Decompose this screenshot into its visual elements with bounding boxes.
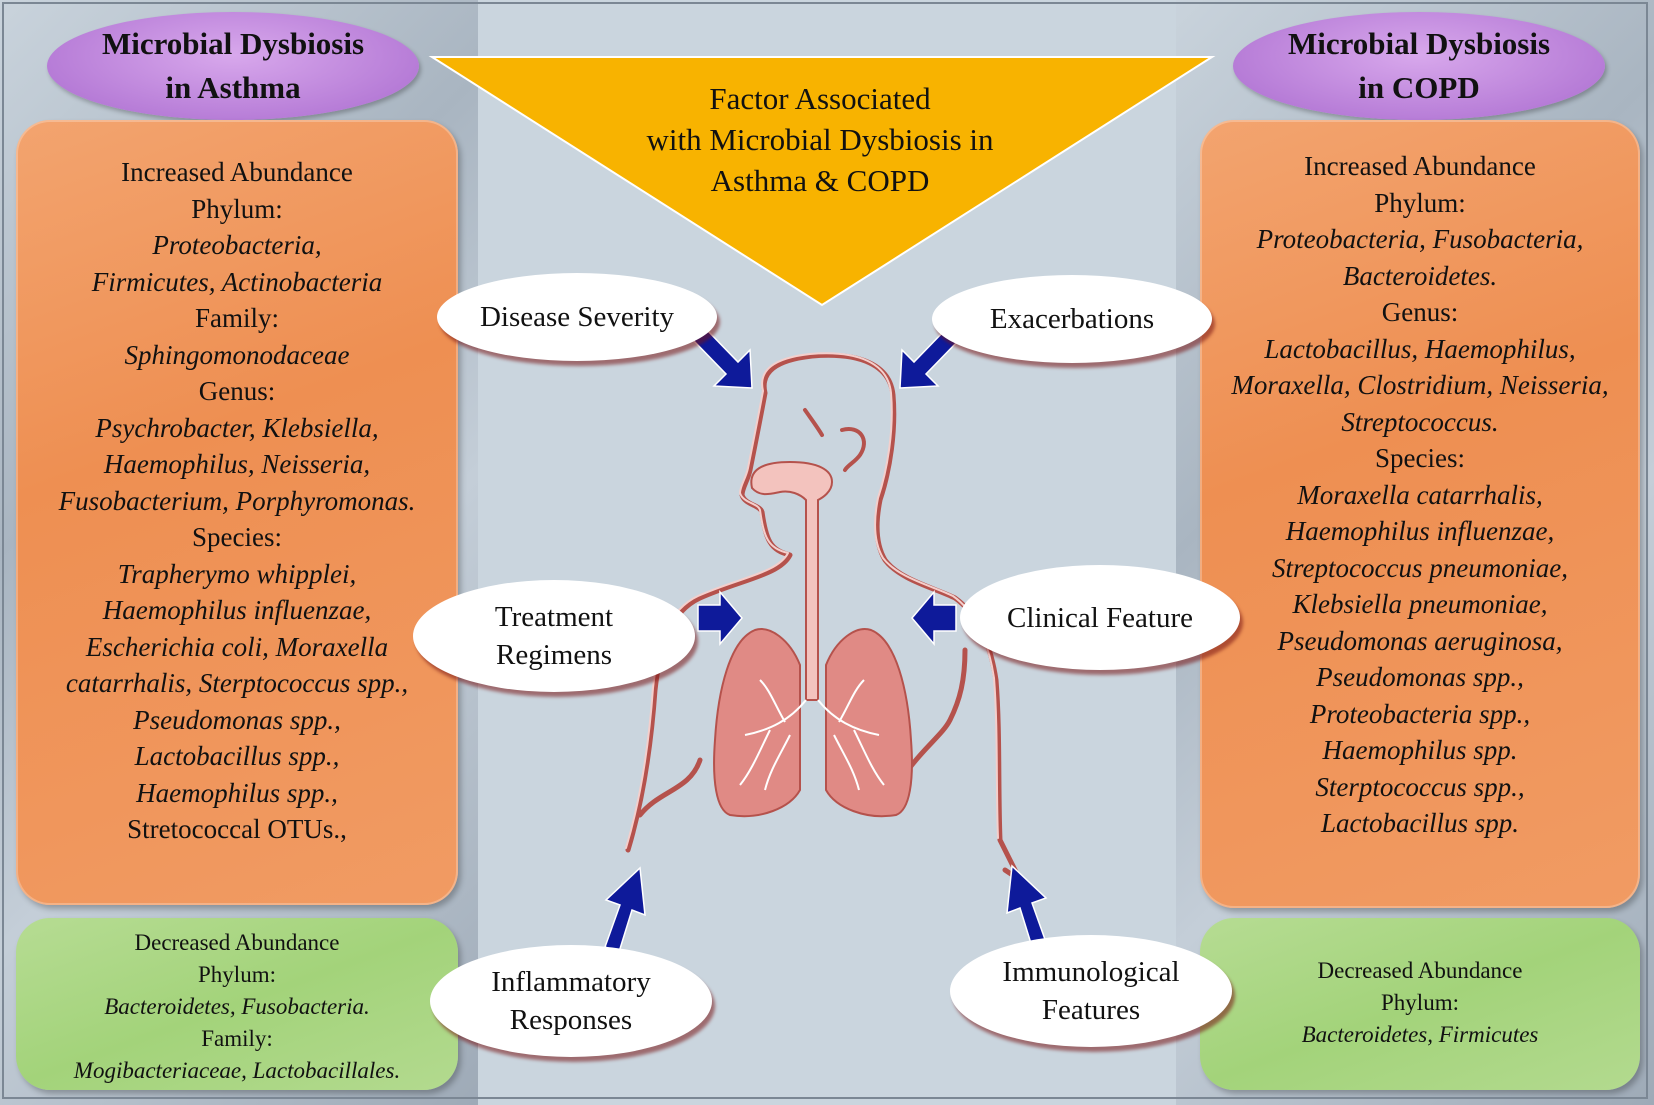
taxon-line: catarrhalis, Sterptococcus spp., [65, 668, 409, 698]
copd-header-line: in COPD [1358, 70, 1480, 105]
taxon-line: Phylum: [1374, 187, 1466, 218]
taxon-line: Sterptococcus spp., [1315, 771, 1525, 802]
factor-text: Exacerbations [989, 303, 1155, 335]
treatment-regimens-label: Treatment Regimens [413, 580, 695, 692]
taxon-line: Stretococcal OTUs., [127, 814, 347, 844]
taxon-line: Haemophilus, Neisseria, [103, 449, 371, 479]
taxon-line: Pseudomonas aeruginosa, [1277, 625, 1563, 656]
taxon-line: Moraxella catarrhalis, [1297, 479, 1543, 510]
taxon-line: Lactobacillus spp., [134, 741, 340, 771]
taxon-line: Family: [194, 303, 279, 333]
taxon-line: Phylum: [1381, 990, 1459, 1015]
arrow-exacerbations [899, 326, 961, 389]
asthma-header-line: in Asthma [165, 70, 301, 105]
arrow-treatment [697, 589, 743, 647]
disease-severity-label: Disease Severity [437, 273, 717, 361]
taxon-line: Bacteroidetes, Fusobacteria. [104, 994, 370, 1019]
asthma-header-line: Microbial Dysbiosis [101, 26, 365, 61]
clinical-feature-label: Clinical Feature [960, 565, 1240, 670]
taxon-line: Sphingomonodaceae [124, 339, 350, 370]
taxon-line: Klebsiella pneumoniae, [1292, 589, 1548, 619]
taxon-line: Escherichia coli, Moraxella [85, 631, 389, 662]
taxon-line: Pseudomonas spp., [133, 704, 341, 735]
taxon-line: Haemophilus influenzae, [102, 595, 372, 625]
center-title: Factor Associated with Microbial Dysbios… [600, 78, 1040, 201]
factor-text: Regimens [496, 639, 612, 671]
copd-header: Microbial Dysbiosis in COPD [1233, 12, 1605, 120]
factor-text: Clinical Feature [1006, 601, 1194, 634]
factor-text: Inflammatory [491, 966, 651, 998]
taxon-line: Bacteroidetes. [1342, 260, 1498, 291]
inflammatory-responses-label: Inflammatory Responses [430, 945, 712, 1057]
taxon-line: Streptococcus. [1341, 406, 1499, 437]
taxon-line: Increased Abundance [1304, 151, 1536, 181]
taxon-line: Streptococcus pneumoniae, [1272, 552, 1568, 583]
immunological-features-label: Immunological Features [950, 935, 1232, 1047]
taxon-line: Lactobacillus, Haemophilus, [1264, 333, 1576, 364]
taxon-line: Trapherymo whipplei, [117, 558, 357, 589]
arrow-immunological [1006, 864, 1048, 951]
factor-text: Treatment [494, 601, 614, 633]
center-title-line: Asthma & COPD [710, 163, 930, 198]
arrow-clinical [911, 589, 957, 647]
taxon-line: Species: [192, 522, 282, 552]
factor-text: Responses [509, 1004, 633, 1036]
taxon-line: Decreased Abundance [1317, 958, 1523, 983]
factor-arrows [604, 326, 1048, 953]
arrow-disease-severity [691, 326, 753, 389]
taxon-line: Species: [1375, 443, 1465, 473]
taxon-line: Mogibacteriaceae, Lactobacillales. [73, 1058, 401, 1083]
center-title-line: Factor Associated [709, 81, 931, 116]
taxon-line: Phylum: [191, 193, 283, 224]
taxon-line: Proteobacteria, Fusobacteria, [1256, 224, 1584, 254]
taxon-line: Moraxella, Clostridium, Neisseria, [1231, 370, 1609, 400]
exacerbations-label: Exacerbations [932, 275, 1212, 363]
taxon-line: Family: [201, 1026, 273, 1051]
taxon-line: Lactobacillus spp. [1320, 808, 1519, 838]
taxon-line: Proteobacteria spp., [1309, 698, 1531, 729]
center-title-line: with Microbial Dysbiosis in [646, 122, 994, 157]
factor-text: Features [1041, 994, 1141, 1026]
airway [750, 460, 834, 701]
taxon-line: Haemophilus spp., [136, 777, 338, 808]
taxon-line: Genus: [198, 376, 276, 406]
taxon-line: Fusobacterium, Porphyromonas. [58, 485, 416, 516]
asthma-header: Microbial Dysbiosis in Asthma [47, 12, 419, 120]
copd-header-line: Microbial Dysbiosis [1287, 26, 1551, 61]
taxon-line: Decreased Abundance [134, 930, 340, 955]
taxon-line: Firmicutes, Actinobacteria [91, 266, 383, 297]
taxon-line: Increased Abundance [121, 157, 353, 187]
taxon-line: Bacteroidetes, Firmicutes [1301, 1022, 1539, 1047]
factor-text: Immunological [1002, 956, 1180, 988]
factor-text: Disease Severity [479, 301, 675, 333]
factor-triangle [428, 56, 1216, 307]
taxon-line: Haemophilus spp. [1322, 735, 1518, 765]
taxon-line: Phylum: [198, 962, 276, 987]
taxon-line: Genus: [1381, 297, 1459, 327]
lungs [713, 628, 913, 818]
taxon-line: Pseudomonas spp., [1316, 662, 1524, 692]
arrow-inflammatory [604, 866, 646, 953]
taxon-line: Proteobacteria, [152, 230, 322, 260]
taxon-line: Haemophilus influenzae, [1285, 516, 1555, 546]
taxon-line: Psychrobacter, Klebsiella, [95, 412, 379, 443]
